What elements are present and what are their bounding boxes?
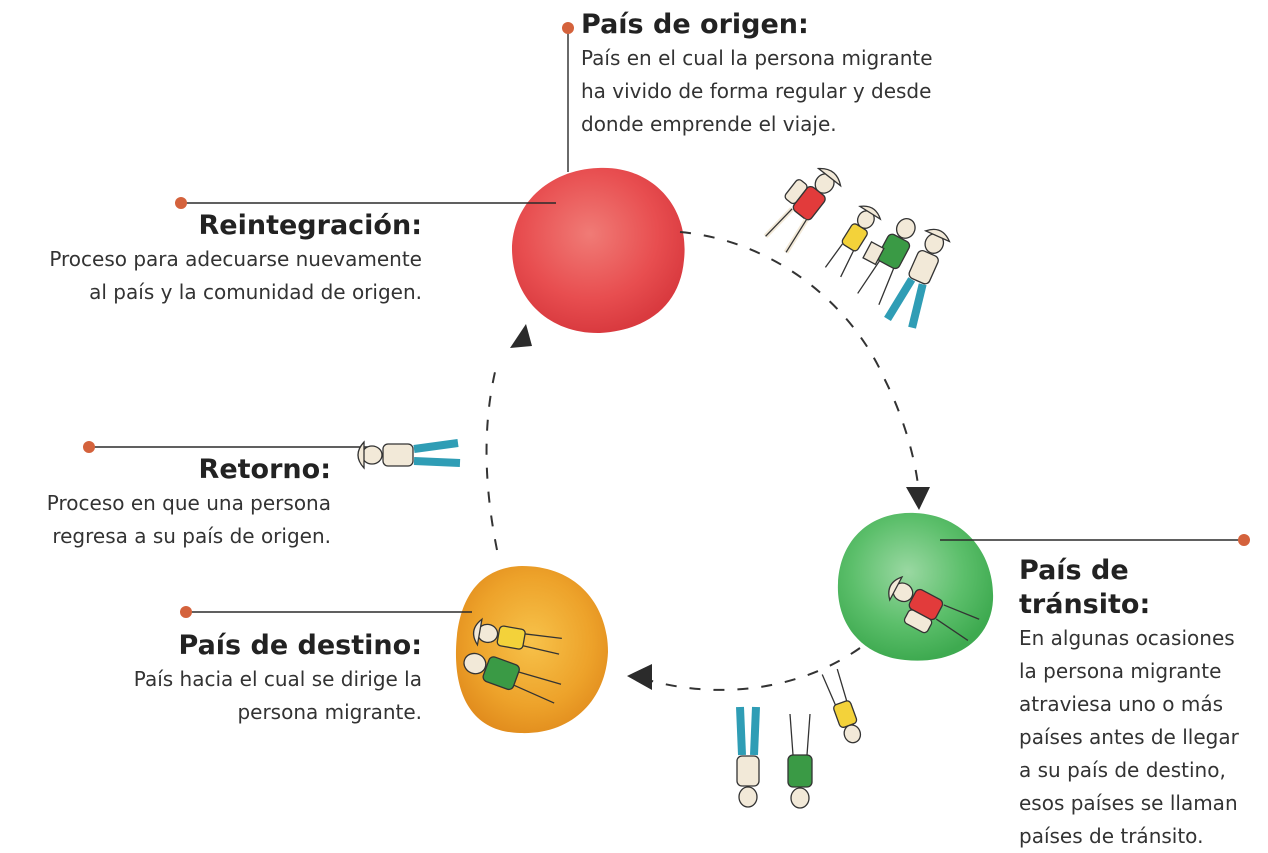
transito-desc-line-2: la persona migrante [1019, 659, 1222, 683]
dot-retorno [83, 441, 95, 453]
reintegracion-title: Reintegración: [198, 210, 423, 241]
destination-country-blob [455, 566, 608, 734]
returning-person-icon [357, 439, 461, 470]
dot-transito [1238, 534, 1250, 546]
migrants-transit-icon [736, 668, 862, 809]
retorno-title: Retorno: [198, 454, 331, 485]
leader-lines [89, 30, 1244, 613]
arrow-to-destination-icon [627, 664, 652, 690]
transito-title: País de tránsito: [1019, 555, 1151, 620]
origin-country-blob [512, 167, 685, 334]
origen-desc-line-3: donde emprende el viaje. [581, 112, 837, 136]
destino-desc-line-1: País hacia el cual se dirige la [133, 667, 422, 691]
label-reintegracion: Reintegración: Proceso para adecuarse nu… [2, 209, 422, 309]
transito-desc-line-1: En algunas ocasiones [1019, 626, 1235, 650]
label-retorno: Retorno: Proceso en que una persona regr… [2, 453, 331, 553]
arrow-to-transit-icon [906, 487, 930, 510]
label-pais-transito: País de tránsito: En algunas ocasiones l… [1019, 554, 1267, 853]
origen-desc-line-1: País en el cual la persona migrante [581, 46, 933, 70]
label-pais-origen: País de origen: País en el cual la perso… [581, 8, 1001, 141]
destino-title: País de destino: [178, 630, 423, 661]
migrants-destination-icon [463, 617, 562, 704]
dot-destino [180, 606, 192, 618]
destino-desc-line-2: persona migrante. [237, 700, 422, 724]
transito-desc-line-6: esos países se llaman [1019, 791, 1238, 815]
migrants-walking-icon [763, 167, 951, 329]
dot-origen [562, 22, 574, 34]
origen-desc-line-2: ha vivido de forma regular y desde [581, 79, 932, 103]
cycle-dashed-path [485, 231, 919, 691]
retorno-desc-line-1: Proceso en que una persona [46, 491, 331, 515]
transito-desc-line-3: atraviesa uno o más [1019, 692, 1224, 716]
reintegracion-desc-line-2: al país y la comunidad de origen. [89, 280, 422, 304]
label-pais-destino: País de destino: País hacia el cual se d… [2, 629, 422, 729]
dot-reintegracion [175, 197, 187, 209]
reintegracion-desc-line-1: Proceso para adecuarse nuevamente [49, 247, 422, 271]
migration-cycle-diagram [83, 22, 1250, 809]
origen-title: País de origen: [581, 9, 809, 40]
migrant-lying-icon [888, 575, 980, 641]
transito-desc-line-5: a su país de destino, [1019, 758, 1226, 782]
leader-dots [83, 22, 1250, 618]
retorno-desc-line-2: regresa a su país de origen. [52, 524, 331, 548]
arrow-to-origin-icon [510, 324, 532, 348]
transito-desc-line-4: países antes de llegar [1019, 725, 1239, 749]
transit-country-blob [837, 512, 994, 661]
